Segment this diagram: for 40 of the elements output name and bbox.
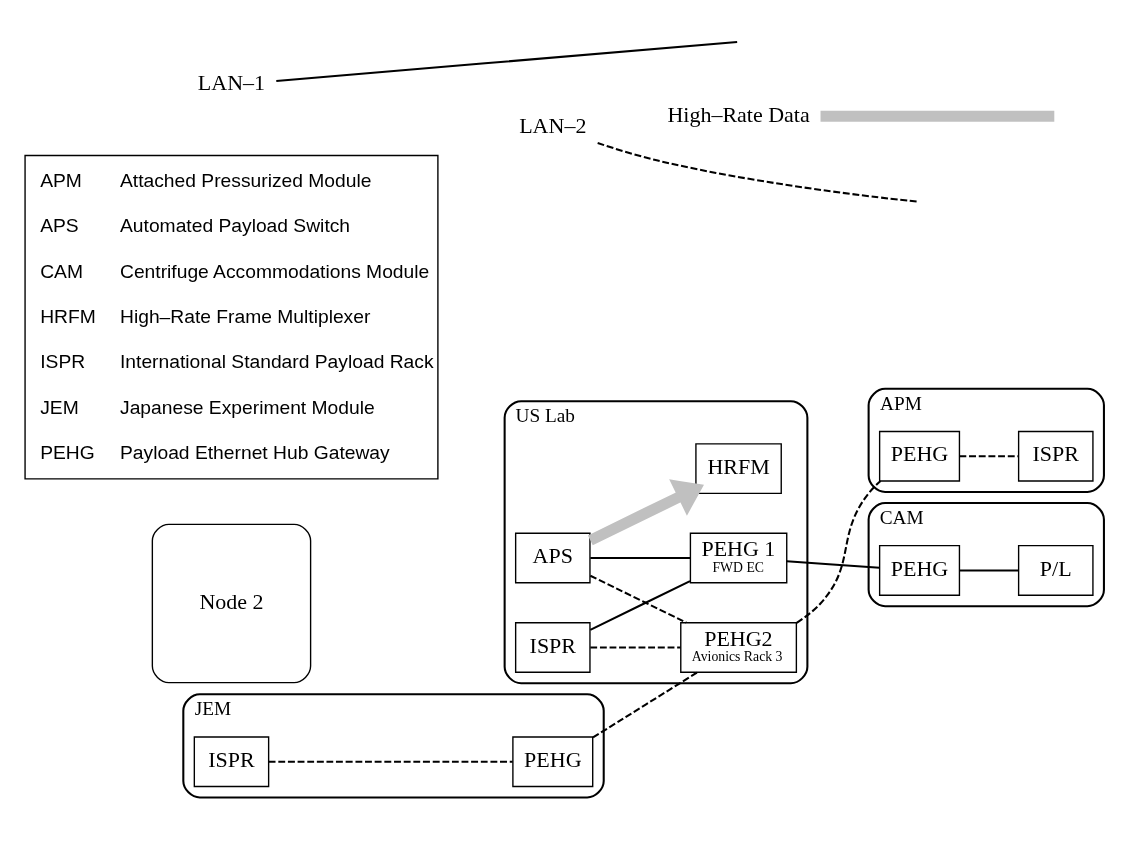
node-box: PEHG 1 FWD EC <box>689 532 788 584</box>
label: International Standard Payload Rack <box>120 351 434 373</box>
node-box: HRFM <box>695 443 782 495</box>
node-box: ISPR <box>514 622 591 673</box>
legend-label: High–Rate Data <box>667 101 810 127</box>
label: APS <box>40 215 79 237</box>
connector <box>796 480 882 624</box>
node-box: PEHG <box>878 544 961 596</box>
node-box: PEHG <box>512 736 594 788</box>
node-box: PEHG2 Avionics Rack 3 <box>680 622 798 673</box>
node-box: P/L <box>1017 544 1094 596</box>
connector <box>959 455 1019 458</box>
node-box: APS <box>514 532 591 584</box>
connector <box>959 569 1019 572</box>
label: Attached Pressurized Module <box>120 169 372 191</box>
connector <box>589 580 691 631</box>
label: HRFM <box>40 306 96 327</box>
label: Centrifuge Accommodations Module <box>120 260 430 282</box>
connector <box>786 560 880 569</box>
connector <box>592 671 698 739</box>
connector <box>268 760 513 763</box>
label: Automated Payload Switch <box>120 215 351 237</box>
node-box: Node 2 <box>151 523 312 684</box>
node-box: ISPR <box>193 736 270 788</box>
arrow <box>587 479 704 546</box>
label: PEHG <box>40 442 95 464</box>
legend-label: LAN–1 <box>197 69 266 95</box>
label: Japanese Experiment Module <box>120 396 375 418</box>
label: APM <box>40 169 82 191</box>
label: High–Rate Frame Multiplexer <box>120 306 371 327</box>
label: Payload Ethernet Hub Gateway <box>120 442 390 464</box>
connector <box>590 646 681 649</box>
node-box: PEHG <box>878 430 961 482</box>
connector <box>590 557 690 560</box>
label: ISPR <box>40 351 86 373</box>
label: CAM <box>40 260 83 282</box>
label: JEM <box>40 396 79 418</box>
node-box: ISPR <box>1017 430 1094 482</box>
connector <box>589 574 687 624</box>
legend-label: LAN–2 <box>519 112 587 138</box>
